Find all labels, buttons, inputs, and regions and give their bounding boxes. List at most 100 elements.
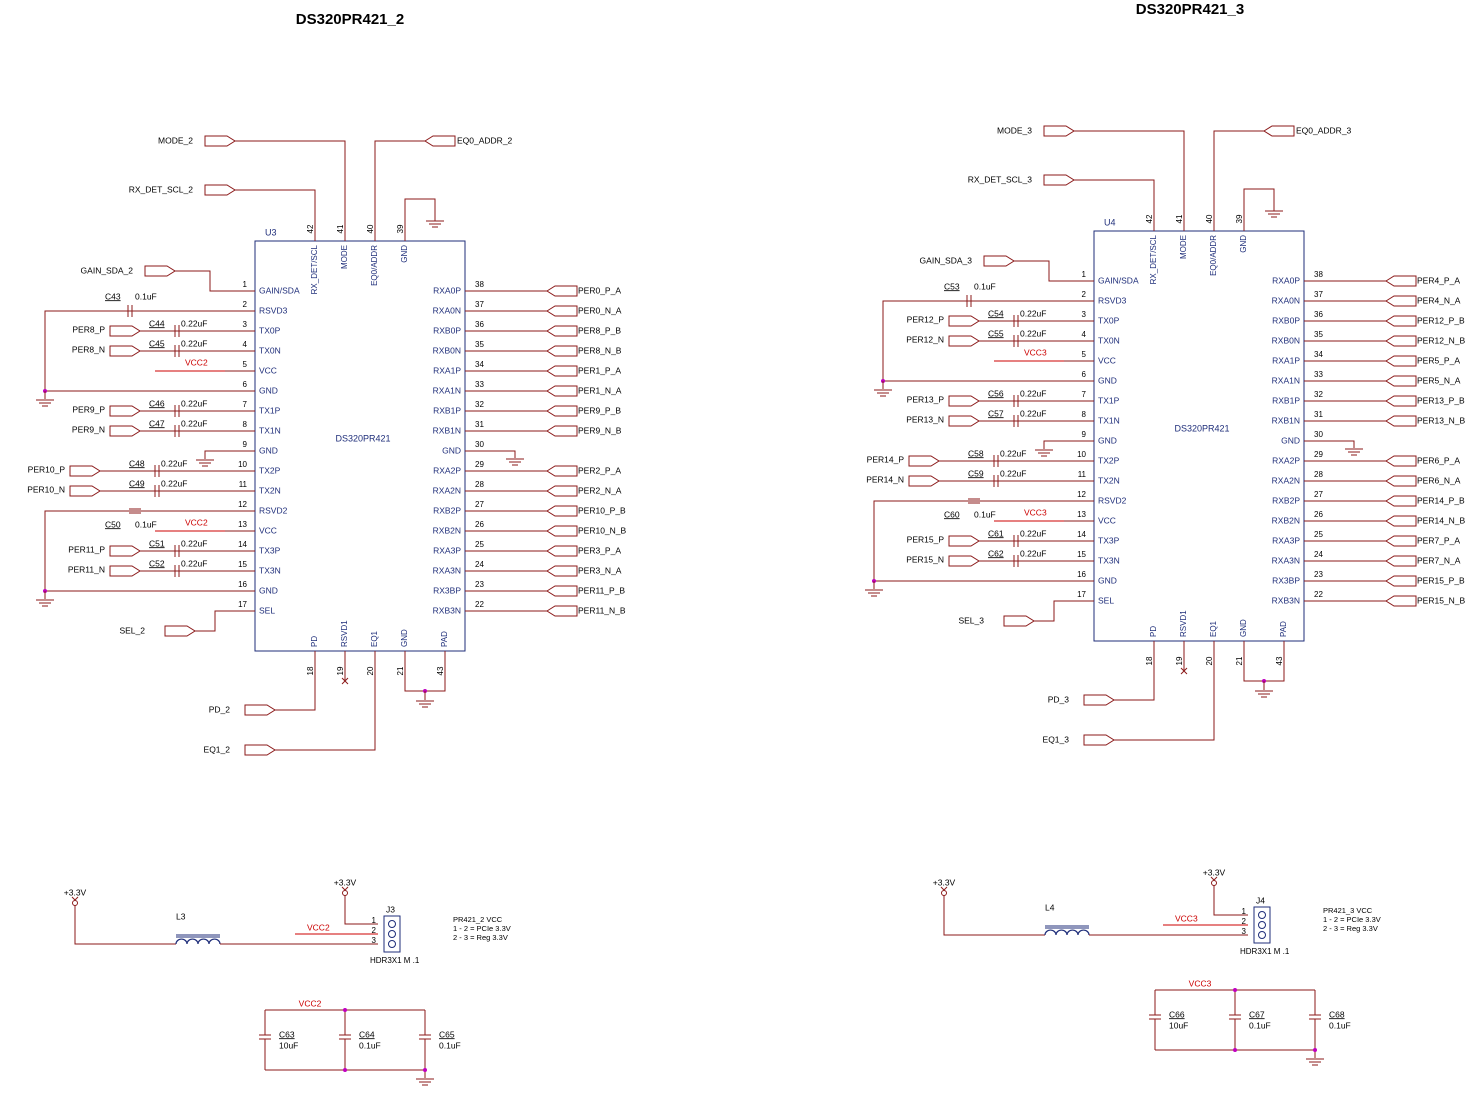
pin-number: 5 xyxy=(243,360,248,369)
rxdet-wire xyxy=(235,189,316,211)
pin-number: 6 xyxy=(1082,370,1087,379)
ground-symbol xyxy=(865,589,883,597)
cap-value: 0.1uF xyxy=(135,291,157,301)
pin-number: 12 xyxy=(1077,490,1086,499)
pin-number: 14 xyxy=(238,540,247,549)
offpage-port xyxy=(546,405,578,417)
pin-number: 26 xyxy=(475,520,484,529)
eq0-wire xyxy=(374,140,425,211)
pin-number: 31 xyxy=(475,420,484,429)
offpage-port xyxy=(546,385,578,397)
pin-number: 28 xyxy=(475,480,484,489)
offpage-port xyxy=(546,605,578,617)
pin-name: MODE xyxy=(1179,235,1188,259)
pin-name: TX3N xyxy=(259,565,281,575)
header-pin-number: 3 xyxy=(372,936,377,945)
supply-arrow xyxy=(940,886,945,891)
pin-number: 41 xyxy=(336,224,345,233)
cap-value: 0.1uF xyxy=(974,509,996,519)
port-label-eq1: EQ1_3 xyxy=(1043,734,1070,744)
pin-name: RX_DET/SCL xyxy=(310,244,319,294)
pin-number: 42 xyxy=(306,224,315,233)
junction-dot xyxy=(1233,1048,1237,1052)
offpage-port xyxy=(109,425,141,437)
offpage-port xyxy=(109,545,141,557)
net-label: PER8_P_B xyxy=(578,325,621,335)
pin-name: RXA1N xyxy=(433,385,461,395)
offpage-port xyxy=(546,545,578,557)
rsvd3-wire xyxy=(882,300,1064,381)
pin-name: RXB2P xyxy=(433,505,461,515)
pin-name: RX3BP xyxy=(1272,575,1300,585)
header-note: PR421_3 VCC xyxy=(1323,906,1373,915)
header-body xyxy=(1253,906,1271,944)
pin-number: 27 xyxy=(475,500,484,509)
pin-name: GND xyxy=(259,585,278,595)
offpage-port xyxy=(1385,595,1417,607)
supply-label: +3.3V xyxy=(1203,867,1226,877)
header-ref: J3 xyxy=(386,904,395,914)
vcc-net-label: VCC2 xyxy=(299,998,322,1008)
header-pin xyxy=(388,930,396,938)
port-label-eq0: EQ0_ADDR_2 xyxy=(457,135,513,145)
pin-number: 37 xyxy=(1314,290,1323,299)
offpage-port xyxy=(109,405,141,417)
pin-number: 21 xyxy=(396,666,405,675)
pin-number: 13 xyxy=(238,520,247,529)
pin-name: PAD xyxy=(1279,621,1288,637)
pin-number: 30 xyxy=(1314,430,1323,439)
ic-refdes: U3 xyxy=(265,227,277,237)
pin-name: RXA0N xyxy=(433,305,461,315)
pin-name: TX3P xyxy=(1098,535,1120,545)
cap-ref: C48 xyxy=(129,458,145,468)
pin-number: 39 xyxy=(1235,214,1244,223)
rsvd2-wire xyxy=(44,510,225,591)
port-label-eq1: EQ1_2 xyxy=(204,744,231,754)
pin-name: GND xyxy=(400,245,409,263)
supply-label: +3.3V xyxy=(933,877,956,887)
offpage-port xyxy=(1083,694,1115,706)
ground-symbol xyxy=(196,459,214,467)
net-label: PER7_N_A xyxy=(1417,555,1461,565)
offpage-port xyxy=(1385,455,1417,467)
tx-net-label: PER11_P xyxy=(68,544,105,554)
pin-number: 43 xyxy=(436,666,445,675)
inductor-coil xyxy=(175,934,221,945)
vcc-net-label: VCC2 xyxy=(185,357,208,367)
pin-name: PD xyxy=(310,636,319,647)
pin-name: EQ1 xyxy=(1209,620,1218,637)
header-pin-number: 2 xyxy=(372,926,377,935)
pin-name: GND xyxy=(1098,575,1117,585)
sheet-2: DS320PR421_2U3DS320PR42142RX_DET/SCL41MO… xyxy=(27,11,627,1086)
header-pin-number: 1 xyxy=(372,916,377,925)
pin-number: 8 xyxy=(243,420,248,429)
pin-name: SEL xyxy=(259,605,275,615)
port-label-rxdet: RX_DET_SCL_2 xyxy=(129,184,194,194)
cap-ref: C65 xyxy=(439,1029,455,1039)
pin-number: 32 xyxy=(475,400,484,409)
offpage-port xyxy=(546,465,578,477)
pin-number: 4 xyxy=(1082,330,1087,339)
pin-name: RXA3P xyxy=(433,545,461,555)
net-label: PER11_P_B xyxy=(578,585,625,595)
ic-body xyxy=(1093,230,1305,642)
offpage-port xyxy=(69,485,101,497)
pin-number: 15 xyxy=(1077,550,1086,559)
offpage-port xyxy=(908,475,940,487)
pin-name: GAIN/SDA xyxy=(1098,275,1139,285)
no-connect xyxy=(341,677,349,685)
header-pin xyxy=(1258,931,1266,939)
tx-net-label: PER15_N xyxy=(906,554,944,564)
cap-value: 0.22uF xyxy=(1020,528,1046,538)
pin-name: RXB1P xyxy=(433,405,461,415)
pin-name: RXB0P xyxy=(433,325,461,335)
header-pin xyxy=(1258,911,1266,919)
gnd-wire xyxy=(1043,440,1064,449)
cap-value: 10uF xyxy=(279,1040,298,1050)
pin-number: 23 xyxy=(475,580,484,589)
cap-ref: C44 xyxy=(149,318,165,328)
pin-name: RXA3N xyxy=(1272,555,1300,565)
pin-name: RSVD2 xyxy=(259,505,288,515)
junction-dot xyxy=(423,1068,427,1072)
pin-number: 41 xyxy=(1175,214,1184,223)
